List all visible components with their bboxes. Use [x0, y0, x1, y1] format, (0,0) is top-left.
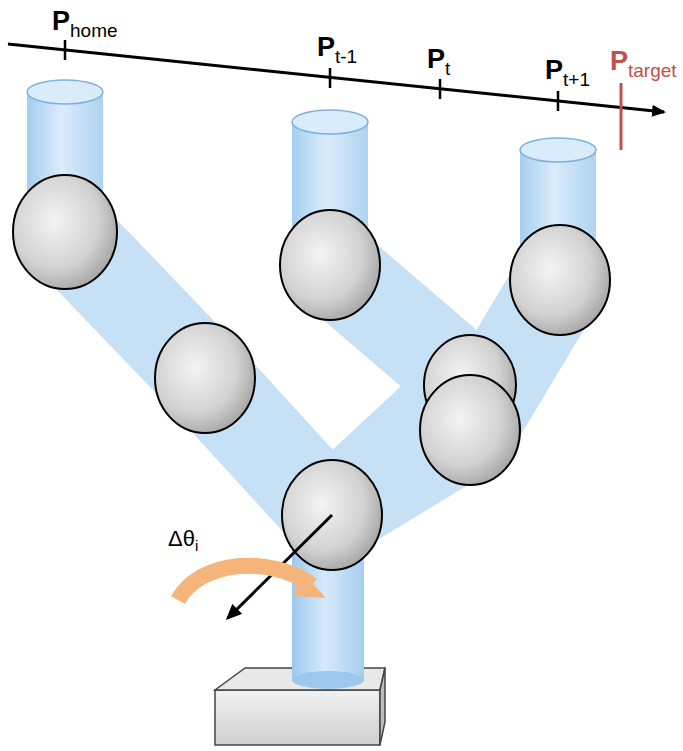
path-axis: [8, 44, 664, 112]
tick: [329, 68, 332, 88]
tick: [439, 79, 442, 99]
rotation-arrow: [178, 566, 312, 600]
position-label: Pt: [427, 46, 450, 73]
robot-base: [215, 668, 385, 745]
position-label: Phome: [52, 8, 118, 35]
joints: [13, 175, 610, 570]
tick: [64, 40, 67, 60]
tick: [557, 91, 560, 111]
position-label: Pt+1: [545, 57, 590, 84]
angle-label: Δθi: [168, 528, 198, 550]
target-tick: [620, 83, 623, 150]
rotation-arrowhead: [294, 570, 326, 598]
target-label: Ptarget: [610, 48, 677, 75]
position-label: Pt-1: [317, 34, 357, 61]
